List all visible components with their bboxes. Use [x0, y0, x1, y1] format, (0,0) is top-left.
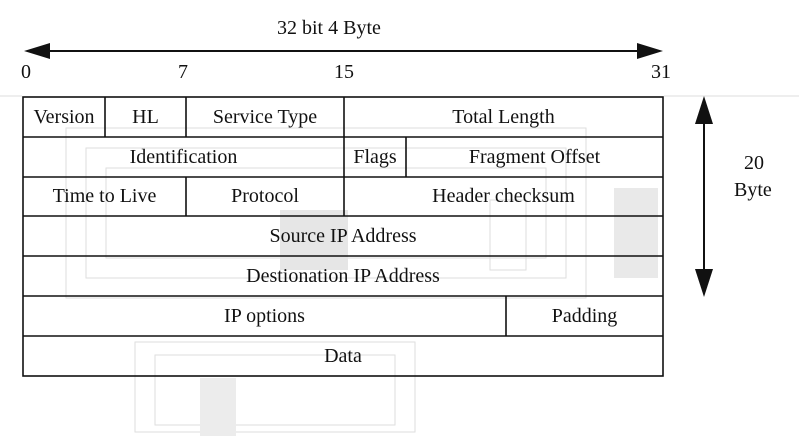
field-padding: Padding — [551, 304, 618, 327]
field-source-ip: Source IP Address — [269, 224, 417, 247]
field-time-to-live: Time to Live — [52, 185, 157, 207]
field-ip-options: IP options — [224, 304, 305, 327]
width-arrow — [24, 43, 663, 59]
watermark-circuit — [0, 95, 799, 433]
watermark-blocks — [200, 188, 658, 436]
field-flags: Flags — [353, 145, 397, 168]
bit-label-7: 7 — [178, 61, 188, 83]
width-label: 32 bit 4 Byte — [277, 17, 381, 39]
field-total-length: Total Length — [452, 105, 555, 128]
height-value: 20 — [744, 152, 764, 174]
bit-label-15: 15 — [334, 61, 354, 83]
bit-label-0: 0 — [21, 61, 31, 83]
field-service-type: Service Type — [212, 105, 318, 128]
field-identification: Identification — [129, 145, 238, 168]
field-destination-ip: Destionation IP Address — [246, 264, 440, 287]
field-header-length: HL — [132, 105, 159, 128]
height-unit: Byte — [734, 179, 772, 201]
field-protocol: Protocol — [231, 185, 299, 207]
field-version: Version — [33, 105, 95, 128]
field-fragment-offset: Fragment Offset — [468, 145, 601, 168]
header-table-grid — [22, 96, 664, 377]
height-arrow — [695, 96, 713, 297]
field-header-checksum: Header checksum — [432, 185, 575, 207]
field-data: Data — [324, 344, 362, 367]
bit-label-31: 31 — [651, 61, 671, 83]
